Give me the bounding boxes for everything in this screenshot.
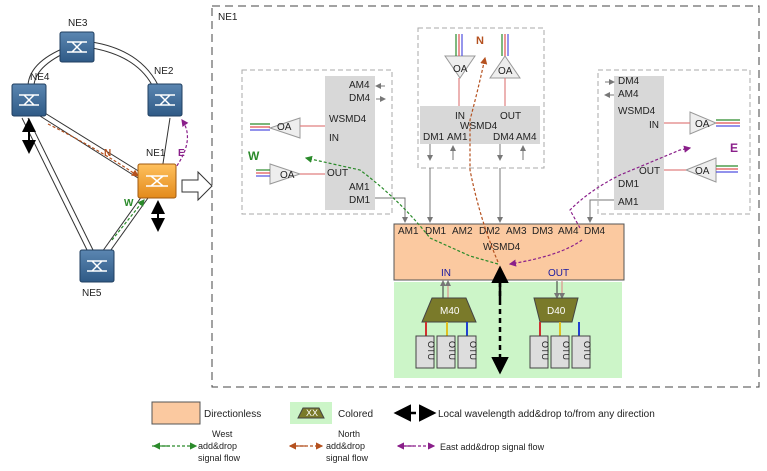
east-oa-out-label: OA <box>695 166 710 177</box>
east-signal-flow-out <box>569 145 692 229</box>
otu-label: OTU <box>468 341 478 360</box>
north-port-am1: AM1 <box>447 132 468 143</box>
ne1-label: NE1 <box>146 148 166 159</box>
east-port-am4: AM4 <box>618 89 639 100</box>
ne1-panel-title: NE1 <box>218 12 238 23</box>
otu-group-mux: OTU OTU OTU <box>415 335 478 369</box>
north-port-dm4: DM4 <box>493 132 515 143</box>
otu-group-demux: OTU OTU OTU <box>529 335 592 369</box>
legend-colored-symbol: XX <box>306 408 318 418</box>
legend-west-line2: add&drop <box>198 441 237 451</box>
north-port-dm1: DM1 <box>423 132 445 143</box>
east-out-port: OUT <box>639 166 660 177</box>
west-in-port: IN <box>329 133 339 144</box>
ne5-label: NE5 <box>82 288 102 299</box>
legend-north-line1: North <box>338 429 360 439</box>
ne3-switch-icon <box>59 31 95 63</box>
east-subpanel: OA OA E DM4 AM4 WSMD4 IN OUT DM1 AM1 <box>597 69 751 215</box>
otu-label: OTU <box>582 341 592 360</box>
center-port-am4: AM4 <box>558 226 579 237</box>
network-topology: NE3 NE4 NE2 NE1 NE5 N E W <box>11 18 213 299</box>
west-subpanel: OA OA W AM4 DM4 WSMD4 IN OUT AM1 DM1 <box>241 69 393 215</box>
north-out-port: OUT <box>500 111 521 122</box>
ne1-switch-icon <box>137 163 177 199</box>
center-port-am1: AM1 <box>398 226 419 237</box>
d40-label: D40 <box>547 306 566 317</box>
legend-north-line3: signal flow <box>326 453 369 463</box>
west-wsmd-label: WSMD4 <box>329 114 367 125</box>
north-wsmd-label: WSMD4 <box>460 121 498 132</box>
legend: Directionless XX Colored Local wavelengt… <box>151 401 655 463</box>
east-port-dm1: DM1 <box>618 179 640 190</box>
legend-directionless-swatch <box>151 401 201 425</box>
legend-local-label: Local wavelength add&drop to/from any di… <box>438 409 655 420</box>
north-signal-flow <box>469 56 499 263</box>
ne5-switch-icon <box>79 249 115 283</box>
legend-west-line3: signal flow <box>198 453 241 463</box>
north-oa-in-label: OA <box>453 64 468 75</box>
ne2-label: NE2 <box>154 66 174 77</box>
center-wsmd: AM1 DM1 AM2 DM2 AM3 DM3 AM4 DM4 WSMD4 <box>393 223 625 281</box>
east-wsmd-label: WSMD4 <box>618 106 656 117</box>
ne3-label: NE3 <box>68 18 88 29</box>
legend-north-line2: add&drop <box>326 441 365 451</box>
center-in-label: IN <box>441 268 451 279</box>
north-in-port: IN <box>455 111 465 122</box>
west-direction-label: W <box>248 149 260 163</box>
topology-west-label: W <box>124 198 134 209</box>
expand-arrow-icon <box>181 170 213 202</box>
west-signal-flow <box>304 155 499 265</box>
east-direction-label: E <box>730 141 738 155</box>
east-port-dm4: DM4 <box>618 76 640 87</box>
center-port-dm3: DM3 <box>532 226 554 237</box>
west-oa-in-label: OA <box>277 122 292 133</box>
m40-label: M40 <box>440 306 460 317</box>
otu-label: OTU <box>561 341 571 360</box>
center-port-dm2: DM2 <box>479 226 501 237</box>
center-wsmd-label: WSMD4 <box>483 242 521 253</box>
legend-west-line1: West <box>212 429 233 439</box>
legend-directionless-label: Directionless <box>204 409 261 420</box>
west-out-port: OUT <box>327 168 348 179</box>
east-in-port: IN <box>649 120 659 131</box>
otu-label: OTU <box>447 341 457 360</box>
d40-demux <box>533 297 579 323</box>
west-port-dm4: DM4 <box>349 93 371 104</box>
east-oa-in-label: OA <box>695 119 710 130</box>
west-port-dm1: DM1 <box>349 195 371 206</box>
north-port-am4: AM4 <box>516 132 537 143</box>
north-subpanel: OA OA N IN OUT WSMD4 DM1 AM1 DM4 AM4 <box>417 27 545 169</box>
east-port-am1: AM1 <box>618 197 639 208</box>
legend-colored-label: Colored <box>338 409 373 420</box>
ne2-switch-icon <box>147 83 183 117</box>
west-port-am1: AM1 <box>349 182 370 193</box>
topology-north-label: N <box>104 148 111 159</box>
west-oa-out-label: OA <box>280 170 295 181</box>
west-port-am4: AM4 <box>349 80 370 91</box>
center-port-dm4: DM4 <box>584 226 606 237</box>
east-signal-flow-in <box>508 239 583 267</box>
legend-east-label: East add&drop signal flow <box>440 442 545 452</box>
ne4-switch-icon <box>11 83 47 117</box>
north-oa-out-label: OA <box>498 66 513 77</box>
north-direction-label: N <box>476 35 484 47</box>
topology-east-label: E <box>178 148 185 159</box>
otu-label: OTU <box>426 341 436 360</box>
otu-label: OTU <box>540 341 550 360</box>
ne1-panel: NE1 OA OA N IN OUT WSMD4 DM1 AM1 DM4 AM4 <box>211 5 760 388</box>
center-port-dm1: DM1 <box>425 226 447 237</box>
ne4-label: NE4 <box>30 72 50 83</box>
center-port-am2: AM2 <box>452 226 473 237</box>
m40-mux <box>421 297 477 323</box>
center-out-label: OUT <box>548 268 569 279</box>
center-port-am3: AM3 <box>506 226 527 237</box>
